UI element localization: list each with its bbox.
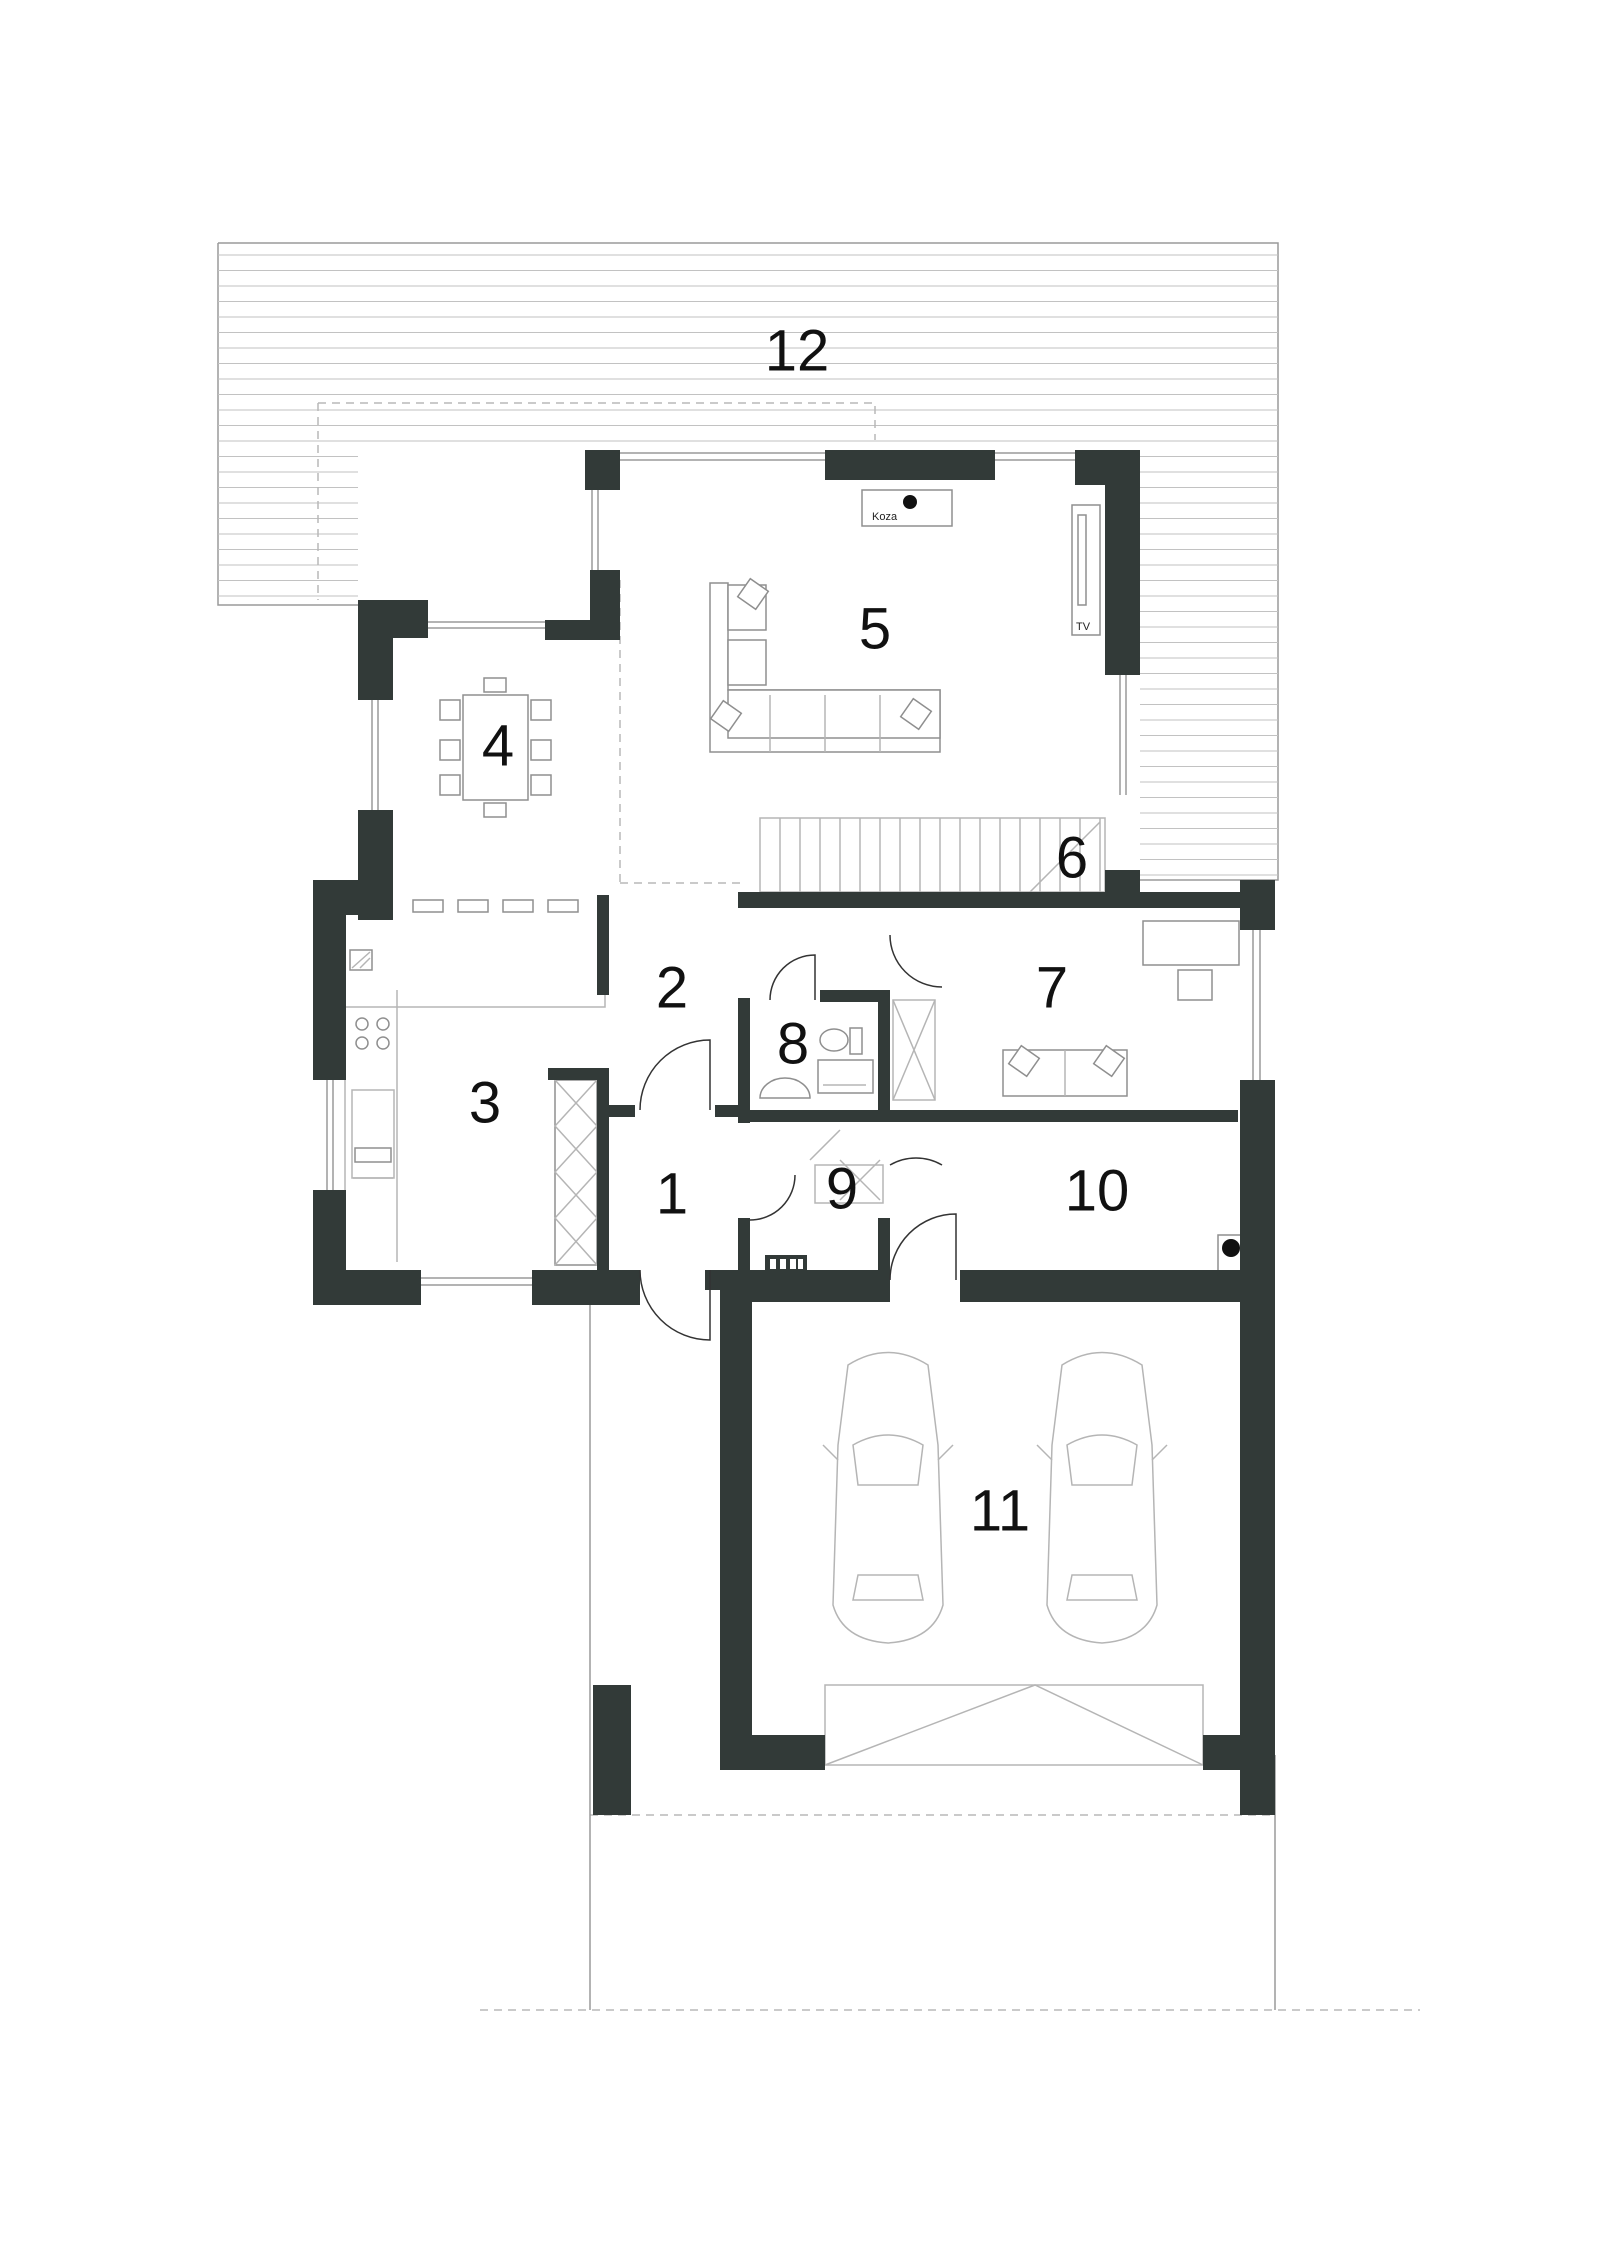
room-10-label: 10 <box>1065 1158 1130 1223</box>
walls <box>313 450 1275 1815</box>
staircase <box>759 817 1106 893</box>
room-2-label: 2 <box>656 955 688 1020</box>
doors <box>639 934 957 1341</box>
stove: Koza <box>861 489 953 527</box>
office-furniture <box>1002 920 1240 1097</box>
room-3-label: 3 <box>469 1070 501 1135</box>
room-12-label: 12 <box>765 318 830 383</box>
room-8-label: 8 <box>777 1011 809 1076</box>
stair-cut-line <box>1029 821 1101 893</box>
wc-fixtures <box>759 999 936 1101</box>
room-labels: 1 2 3 4 5 6 7 8 9 10 11 12 <box>469 318 1129 1543</box>
bar-stools <box>412 899 579 913</box>
room-11-label: 11 <box>970 1478 1030 1543</box>
staircase-outline <box>759 817 1106 893</box>
car-left <box>822 1351 954 1644</box>
tv-unit: TV <box>1071 504 1101 636</box>
room-9-label: 9 <box>826 1156 858 1221</box>
stove-label: Koza <box>872 511 898 523</box>
room-1-label: 1 <box>656 1161 688 1226</box>
utility-fixtures <box>765 1129 1245 1276</box>
garage-door <box>824 1684 1204 1766</box>
room-7-label: 7 <box>1036 955 1068 1020</box>
room-5-label: 5 <box>859 596 891 661</box>
room-6-label: 6 <box>1056 825 1088 890</box>
sofa <box>709 582 941 753</box>
terrace-hatch <box>217 242 1279 881</box>
car-right <box>1036 1351 1168 1644</box>
room-4-label: 4 <box>482 713 514 778</box>
sofa-pillows <box>709 577 933 733</box>
dining-table <box>439 677 552 818</box>
dashed-lines <box>317 402 1420 2011</box>
tall-cabinet <box>553 1079 599 1266</box>
windows <box>326 452 1261 1286</box>
tv-label: TV <box>1076 621 1091 633</box>
